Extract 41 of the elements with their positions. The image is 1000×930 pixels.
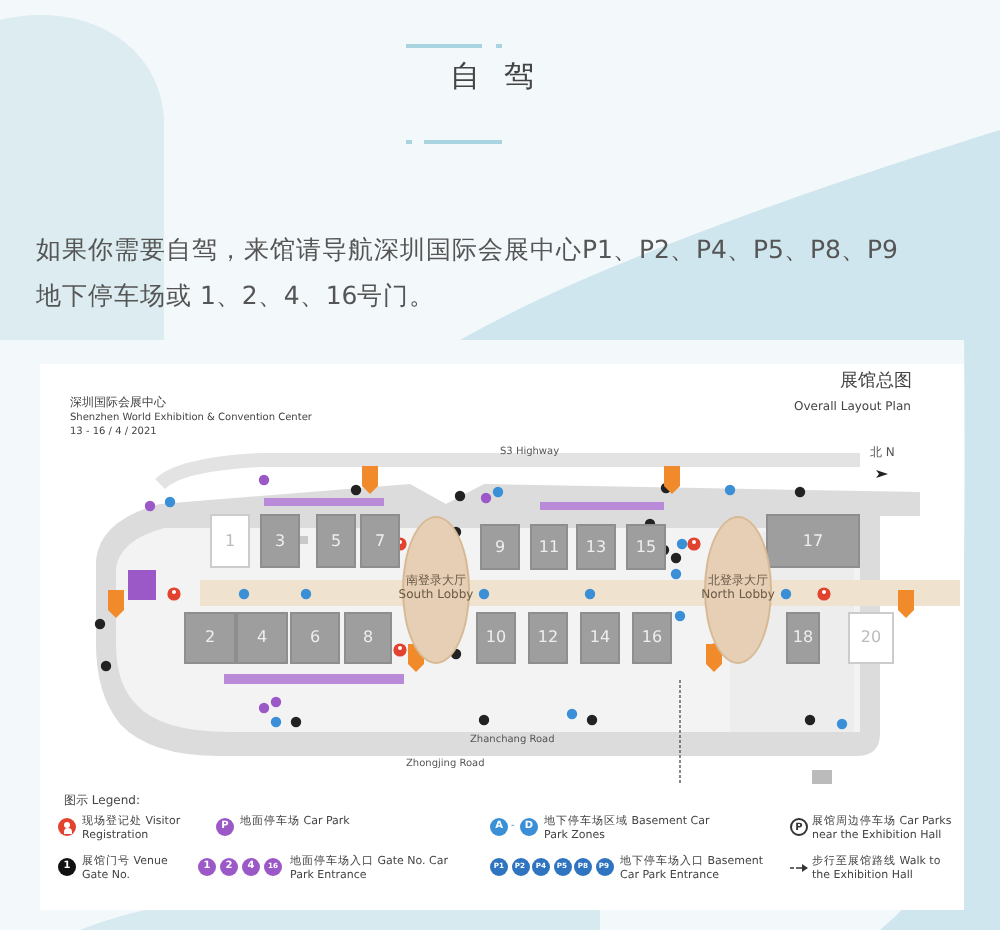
hall-block (260, 514, 300, 568)
intro-paragraph: 如果你需要自驾，来馆请导航深圳国际会展中心P1、P2、P4、P5、P8、P9地下停车场或 1、2、4、16号门。 (36, 232, 900, 314)
hall-block (210, 514, 250, 568)
hall-number: 15 (635, 537, 657, 557)
hall-number: 10 (485, 628, 507, 648)
hall-block (766, 514, 860, 568)
hall-block (184, 612, 236, 664)
hall-block (316, 514, 356, 568)
hall-block (576, 524, 616, 570)
hall-number: 2 (204, 628, 216, 648)
hall-number: 14 (589, 628, 611, 648)
hall-number: 5 (330, 531, 342, 551)
hall-number: 4 (256, 628, 268, 648)
hall-block (528, 612, 568, 664)
hall-block (480, 524, 520, 570)
hall-block (626, 524, 666, 570)
title: 自驾 (450, 58, 558, 96)
hall-block (632, 612, 672, 664)
hall-number: 11 (538, 537, 560, 557)
hall-number: 17 (802, 531, 824, 551)
hall-block (236, 612, 288, 664)
hall-number: 3 (274, 531, 286, 551)
plan-title: 展馆总图 (840, 374, 912, 394)
hall-block (360, 514, 400, 568)
hall-number: 1 (224, 531, 236, 551)
hall-number: 6 (309, 628, 321, 648)
hall-block (344, 612, 392, 664)
hall-number: 18 (792, 628, 814, 648)
hall-block (786, 612, 820, 664)
hall-block (530, 524, 568, 570)
hall-number: 8 (362, 628, 374, 648)
hall-block (476, 612, 516, 664)
hall-block (290, 612, 340, 664)
hall-number: 9 (494, 537, 506, 557)
hall-block (580, 612, 620, 664)
hall-number: 16 (641, 628, 663, 648)
hall-number: 20 (860, 628, 882, 648)
hall-number: 13 (585, 537, 607, 557)
hall-block (848, 612, 894, 664)
hall-number: 12 (537, 628, 559, 648)
hall-number: 7 (374, 531, 386, 551)
